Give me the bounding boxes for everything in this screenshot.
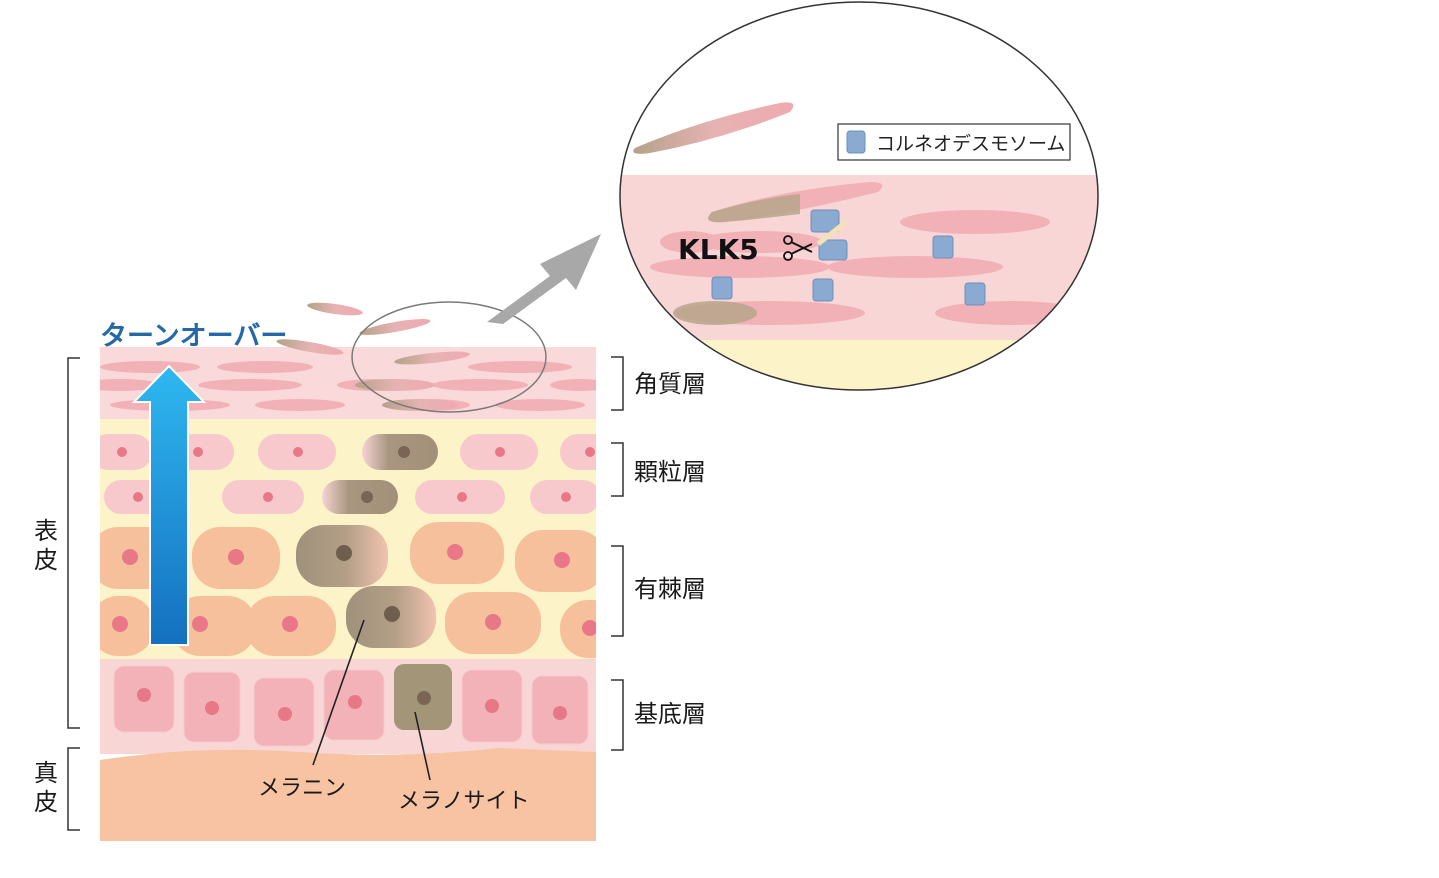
legend-swatch xyxy=(847,131,865,153)
zoom-arrow xyxy=(487,234,601,324)
dermis-label-2: 皮 xyxy=(34,788,58,816)
epidermis-label-2: 皮 xyxy=(34,546,58,574)
right-brackets xyxy=(611,357,623,750)
left-brackets xyxy=(68,358,80,830)
zoom-view: コルネオデスモソーム KLK5 xyxy=(615,2,1105,400)
layer-label-corneum: 角質層 xyxy=(634,370,706,398)
melanin-label: メラニン xyxy=(258,776,346,801)
dermis-label-1: 真 xyxy=(34,759,58,787)
melanin-flake xyxy=(355,379,435,391)
turnover-label: ターンオーバー xyxy=(100,321,287,352)
melanin-granular-cell xyxy=(322,480,398,514)
enzyme-label: KLK5 xyxy=(678,233,759,266)
layer-label-basale: 基底層 xyxy=(634,700,706,728)
epidermis-label-1: 表 xyxy=(34,517,58,545)
layer-label-granulosum: 顆粒層 xyxy=(634,458,706,486)
legend-label: コルネオデスモソーム xyxy=(876,133,1065,155)
layer-label-spinosum: 有棘層 xyxy=(634,575,706,603)
melanocyte-label: メラノサイト xyxy=(398,789,530,814)
legend: コルネオデスモソーム xyxy=(838,124,1070,160)
